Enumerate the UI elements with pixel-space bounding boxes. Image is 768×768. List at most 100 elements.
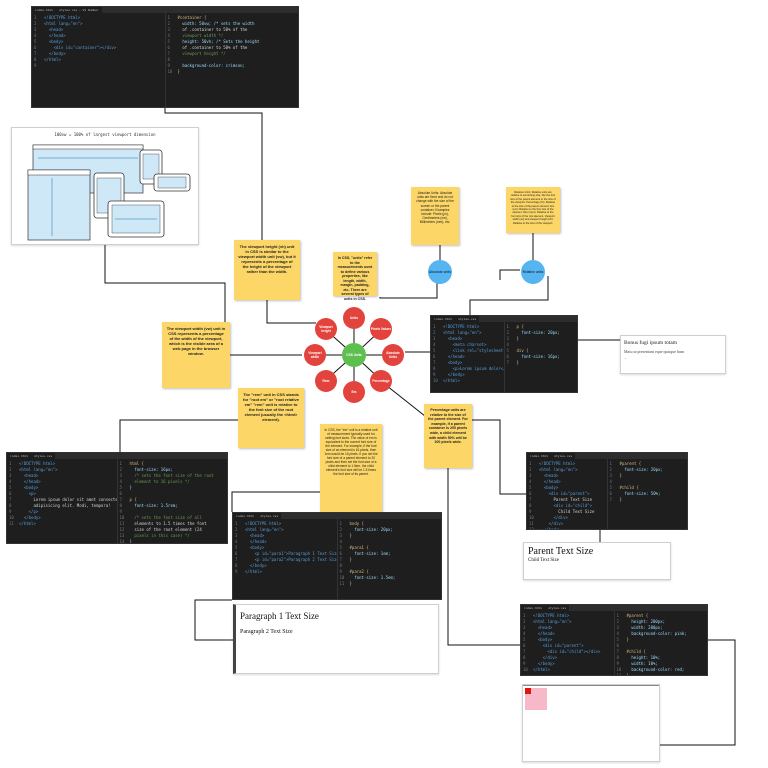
code-line[interactable]: 9</html> (235, 569, 335, 575)
editor-tab[interactable]: index.html (233, 513, 258, 519)
code-line[interactable]: 5#child { (610, 485, 686, 491)
editor-tab[interactable]: index.html (7, 453, 32, 459)
code-line[interactable]: 10 </body> (9, 515, 115, 521)
code-line[interactable]: 1<!DOCTYPE html> (433, 324, 502, 330)
code-line[interactable]: 8 (340, 563, 440, 569)
editor-tab[interactable]: styles.css (31, 453, 56, 459)
code-line[interactable]: 3 <head> (235, 533, 335, 539)
code-line[interactable]: 2<html lang="en"> (433, 330, 502, 336)
code-line[interactable]: 5#para1 { (340, 545, 440, 551)
code-line[interactable]: 10 background-color: red; (617, 667, 706, 673)
code-line[interactable]: 3 of .container to 50% of the (168, 27, 297, 33)
code-line[interactable]: 6 font-size: 16px; (507, 354, 576, 360)
code-line[interactable]: 1<!DOCTYPE html> (9, 461, 115, 467)
code-line[interactable]: 7} (340, 557, 440, 563)
code-line[interactable]: 8 font-size: 1.5rem; (120, 503, 226, 509)
code-line[interactable]: 9 background-color: crimson; (168, 63, 297, 69)
code-line[interactable]: 12 size of the root element (24 (120, 527, 226, 533)
code-line[interactable]: 4 element to 16 pixels */ (120, 479, 226, 485)
code-line[interactable]: 10</html> (433, 378, 502, 384)
code-line[interactable]: 6 font-size: 1em; (340, 551, 440, 557)
code-line[interactable]: 5 height: 50vh; /* Sets the height (168, 39, 297, 45)
code-line[interactable]: 2<html lang="en"> (235, 527, 335, 533)
code-line[interactable]: 9 width: 10%; (617, 661, 706, 667)
code-line[interactable]: 7#child { (617, 649, 706, 655)
code-line[interactable]: 4 </head> (529, 479, 605, 485)
css-pane[interactable]: 1#container {2 width: 50vw; /* sets the … (166, 13, 299, 107)
code-line[interactable]: 11} (340, 581, 440, 587)
code-line[interactable]: 2<html lang="en"> (529, 467, 605, 473)
code-line[interactable]: 3 <head> (433, 336, 502, 342)
code-line[interactable]: 5 <link rel="stylesheet"> (433, 348, 504, 354)
code-line[interactable]: 4 background-color: pink; (617, 631, 706, 637)
code-line[interactable]: 8 height: 10%; (617, 655, 706, 661)
html-pane[interactable]: 1<!DOCTYPE html>2<html lang="en">3 <head… (521, 611, 615, 675)
code-line[interactable]: 2<html lang="en"> (34, 21, 163, 27)
code-line[interactable]: 6 <p> (9, 491, 115, 497)
code-line[interactable]: 3} (340, 533, 440, 539)
code-line[interactable]: 6 (617, 643, 706, 649)
code-line[interactable]: 3 width: 200px; (617, 625, 706, 631)
code-line[interactable]: 9 Child Text Size (529, 509, 605, 515)
code-line[interactable]: 3 /* sets the font size of the root (120, 473, 226, 479)
code-line[interactable]: 10 </div> (529, 515, 605, 521)
code-line[interactable]: 2 width: 50vw; /* sets the width (168, 21, 297, 27)
editor-tab[interactable]: styles.css (551, 453, 576, 459)
code-line[interactable]: 7} (507, 360, 576, 366)
editor-tab[interactable]: styles.css (257, 513, 282, 519)
code-line[interactable]: 3} (507, 336, 576, 342)
code-line[interactable]: 9 </p> (9, 509, 115, 515)
editor-tab[interactable]: index.html (521, 605, 546, 611)
code-line[interactable]: 5 <body> (529, 485, 605, 491)
code-line[interactable]: 11 elements to 1.5 times the font (120, 521, 226, 527)
code-line[interactable]: 7 </body> (34, 51, 163, 57)
code-line[interactable]: 2 height: 200px; (617, 619, 706, 625)
code-line[interactable]: 10 font-size: 1.5em; (340, 575, 440, 581)
code-line[interactable]: 5 <body> (34, 39, 163, 45)
code-line[interactable]: 9 (120, 509, 226, 515)
editor-tab[interactable]: styles.css (455, 316, 480, 322)
code-line[interactable]: 6 <div id="parent"> (523, 643, 612, 649)
code-line[interactable]: 4 <meta charset> (433, 342, 502, 348)
code-line[interactable]: 1<!DOCTYPE html> (235, 521, 335, 527)
editor-tab[interactable]: index.html (32, 7, 57, 13)
code-line[interactable]: 7 <body> (433, 360, 502, 366)
code-line[interactable]: 10} (168, 69, 297, 75)
code-line[interactable]: 4 viewport width */ (168, 33, 297, 39)
code-line[interactable]: 1<!DOCTYPE html> (529, 461, 605, 467)
code-line[interactable]: 2 font-size: 20px; (340, 527, 440, 533)
code-line[interactable]: 8 <div id="child"> (529, 503, 605, 509)
code-line[interactable]: 9 (34, 63, 163, 69)
code-line[interactable]: 4 (507, 342, 576, 348)
code-line[interactable]: 1#container { (168, 15, 297, 21)
css-pane[interactable]: 1#parent {2 height: 200px;3 width: 200px… (615, 611, 708, 675)
code-line[interactable]: 6 (120, 491, 226, 497)
code-line[interactable]: 5} (120, 485, 226, 491)
code-line[interactable]: 3} (610, 473, 686, 479)
code-line[interactable]: 1<!DOCTYPE html> (523, 613, 612, 619)
code-line[interactable]: 1#parent { (610, 461, 686, 467)
editor-tab[interactable]: index.html (527, 453, 552, 459)
code-line[interactable]: 14} (120, 539, 226, 543)
code-line[interactable]: 6 <div id="container"></div> (34, 45, 163, 51)
code-line[interactable]: 4 </head> (523, 631, 612, 637)
code-line[interactable]: 2<html lang="en"> (523, 619, 612, 625)
code-line[interactable]: 7 Lorem ipsum dolor sit amet consectetur (9, 497, 117, 503)
code-line[interactable]: 7 viewport height */ (168, 51, 297, 57)
code-line[interactable]: 7 <p id="para2">Paragraph 2 Text Size</p… (235, 557, 337, 563)
code-line[interactable]: 2 font-size: 20px; (610, 467, 686, 473)
code-line[interactable]: 4 </head> (9, 479, 115, 485)
code-line[interactable]: 8</html> (34, 57, 163, 63)
code-line[interactable]: 11</html> (9, 521, 115, 527)
code-line[interactable]: 7 <div id="child"></div> (523, 649, 612, 655)
code-line[interactable]: 3 <head> (529, 473, 605, 479)
code-line[interactable]: 10</html> (523, 667, 612, 673)
code-line[interactable]: 3 <head> (9, 473, 115, 479)
code-line[interactable]: 4 (610, 479, 686, 485)
